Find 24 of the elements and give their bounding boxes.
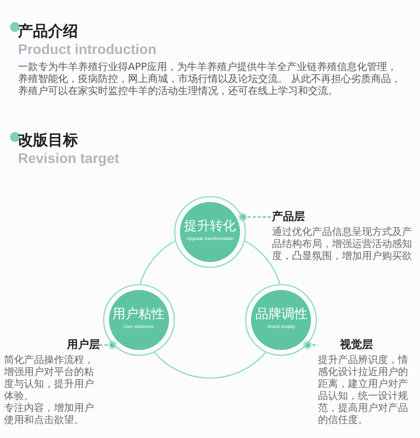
section-subheading: Revision target: [18, 150, 120, 166]
goal-circle: [174, 196, 246, 268]
circle-title: 提升转化: [183, 219, 237, 235]
circle-title: 用户粘性: [112, 307, 166, 324]
layer-description: 简化产品操作流程，增强用户对平台的粘度与认知，提升用户体验。: [4, 355, 95, 402]
connector-arc: [244, 240, 281, 284]
layer-title: 用户层: [66, 338, 100, 352]
intro-paragraph: 一款专为牛羊养殖行业得APP应用，为牛羊养殖户提供牛羊全产业链养殖信息化管理，养殖智能化，疫病防控，网上商城，市场行情以及论坛交流。 从此不再担心劣质商品，养殖户可以在家实时监控牛羊的活动生理情况，还可在线上学习和交流。: [18, 62, 402, 98]
section-heading: 产品介绍: [18, 22, 78, 40]
layer-description: 专注内容，增加用户使用和点击欲望。: [4, 403, 95, 427]
leader-line: [100, 340, 117, 350]
section-heading: 改版目标: [18, 131, 78, 149]
leader-line: [303, 340, 318, 350]
connector-arc: [154, 352, 266, 379]
connector-arc: [139, 240, 176, 284]
goal-circle: [102, 284, 175, 356]
section-subheading: Product introduction: [18, 41, 156, 57]
leader-line: [238, 212, 272, 222]
layer-description: 提升产品辨识度，情感化设计拉近用户的距离，建立用户对产品认知，统一设计规范，提高用户对产品的信任度。: [318, 355, 409, 427]
layer-title: 产品层: [272, 210, 306, 224]
circle-title: 品牌调性: [254, 307, 308, 324]
layer-title: 视觉层: [338, 338, 374, 352]
goal-circle: [245, 284, 318, 356]
layer-description: 通过优化产品信息呈现方式及产品结构布局，增强运营活动感知度，凸显氛围，增加用户购买欲: [272, 227, 412, 263]
